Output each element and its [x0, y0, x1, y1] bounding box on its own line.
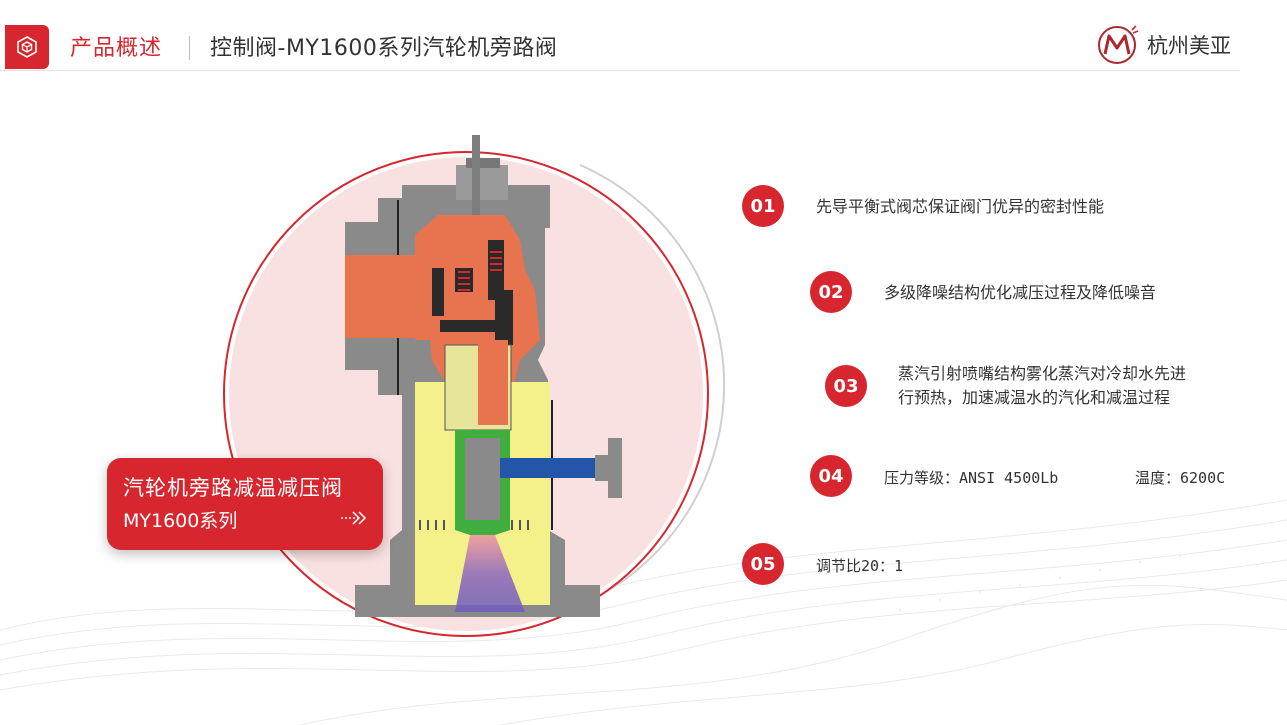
header-rule	[0, 70, 1240, 71]
feature-arc	[579, 164, 726, 606]
page-title: 控制阀-MY1600系列汽轮机旁路阀	[210, 36, 558, 61]
background-wave	[0, 499, 1287, 725]
product-callout: 汽轮机旁路减温减压阀 MY1600系列	[107, 458, 383, 550]
feature-text: 先导平衡式阀芯保证阀门优异的密封性能	[816, 197, 1105, 216]
port-marks	[419, 520, 529, 530]
double-chevron-arrow-icon	[341, 511, 367, 525]
feature-number: 02	[810, 271, 852, 313]
feature-pressure: 压力等级：ANSI 4500Lb	[884, 469, 1059, 487]
m-logo-icon	[1098, 25, 1139, 64]
feature-text: 多级降噪结构优化减压过程及降低噪音	[884, 283, 1157, 302]
cube-icon	[17, 36, 37, 58]
logo-text: 杭州美亚	[1147, 34, 1231, 58]
halo-circle-outline	[223, 151, 709, 637]
cage-core	[478, 340, 508, 425]
feature-number: 04	[810, 455, 852, 497]
inlet-flange-top	[345, 255, 415, 263]
feature-text: 调节比20：1	[816, 557, 904, 575]
water-pipe	[500, 458, 595, 478]
water-flange	[608, 438, 622, 498]
callout-title: 汽轮机旁路减温减压阀	[123, 476, 343, 500]
feature-number: 05	[742, 543, 784, 585]
feature-number: 01	[742, 185, 784, 227]
feature-number: 03	[825, 365, 867, 407]
header-icon-tab	[5, 25, 49, 69]
spray-cone	[455, 535, 525, 612]
callout-subtitle: MY1600系列	[123, 510, 238, 532]
feature-text-line2: 行预热，加速减温水的汽化和减温过程	[898, 388, 1171, 407]
feature-temperature: 温度：6200C	[1135, 469, 1226, 487]
section-label: 产品概述	[70, 36, 163, 61]
pilot-springs	[458, 251, 502, 291]
title-divider	[189, 36, 190, 60]
feature-text-line1: 蒸汽引射喷嘴结构雾化蒸汽对冷却水先进	[898, 364, 1187, 383]
